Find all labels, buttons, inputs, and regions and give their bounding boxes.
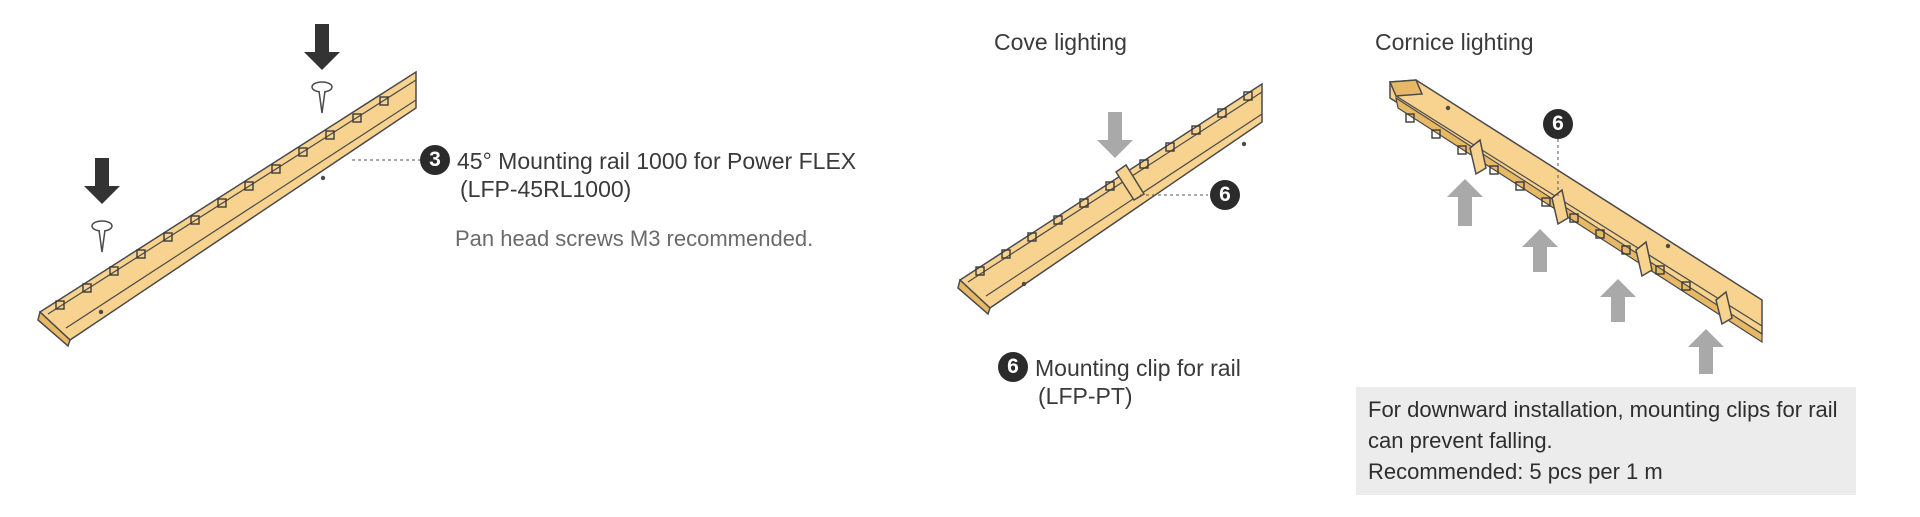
- down-arrow-icon: [84, 158, 120, 204]
- note-line-2: can prevent falling.: [1368, 428, 1553, 453]
- screw-icon: [91, 220, 113, 253]
- mounting-clips-cornice: [1469, 138, 1733, 326]
- up-arrow-icon: [1600, 279, 1636, 322]
- down-arrow-icon: [304, 24, 340, 70]
- installation-note-box: For downward installation, mounting clip…: [1356, 387, 1856, 495]
- note-line-3: Recommended: 5 pcs per 1 m: [1368, 459, 1663, 484]
- up-arrow-icon: [1688, 329, 1724, 374]
- led-chips-left: [55, 96, 389, 310]
- screw-icon: [311, 81, 333, 114]
- rail-name: 45° Mounting rail 1000 for Power FLEX: [457, 148, 857, 174]
- note-line-1: For downward installation, mounting clip…: [1368, 397, 1838, 422]
- mounting-rail-cornice: [1388, 79, 1763, 344]
- up-arrow-icon: [1522, 229, 1558, 272]
- callout-badge-3: 3: [420, 145, 450, 175]
- callout-badge-6-cove: 6: [1210, 180, 1240, 210]
- mounting-rail-cove: [957, 82, 1263, 316]
- down-arrow-icon: [1097, 112, 1133, 158]
- clip-code: (LFP-PT): [1038, 383, 1133, 409]
- mounting-rail-left: [37, 70, 417, 348]
- up-arrow-icon: [1447, 179, 1483, 226]
- screw-note: Pan head screws M3 recommended.: [455, 226, 814, 251]
- cove-heading: Cove lighting: [994, 29, 1127, 55]
- clip-name: Mounting clip for rail: [1035, 355, 1241, 381]
- mounting-clip-cove: [1114, 163, 1146, 202]
- legend-badge-6: 6: [998, 352, 1028, 382]
- callout-badge-6-cornice: 6: [1543, 109, 1573, 139]
- rail-code: (LFP-45RL1000): [460, 176, 632, 202]
- cornice-heading: Cornice lighting: [1375, 29, 1534, 55]
